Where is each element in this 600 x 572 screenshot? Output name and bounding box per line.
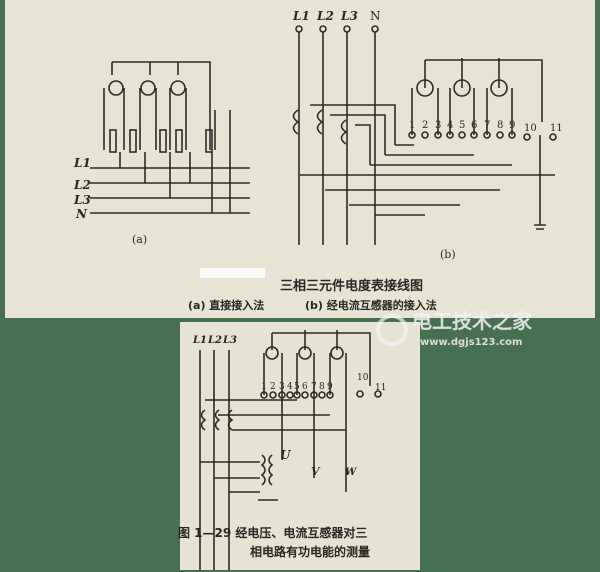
terminal-label-5: 5	[294, 382, 300, 392]
terminal-10	[356, 390, 364, 398]
diagram-b	[292, 25, 555, 245]
terminal-label-7: 7	[484, 120, 490, 131]
terminal-label-5: 5	[459, 120, 465, 131]
top-paper-panel	[5, 0, 595, 318]
terminal-label-3: 3	[435, 120, 441, 131]
terminal-8	[318, 391, 326, 399]
terminal-label-6: 6	[471, 120, 477, 131]
terminal-label-4: 4	[447, 120, 453, 131]
terminal-6	[470, 131, 478, 139]
terminal-11	[549, 133, 557, 141]
watermark-name: 电工技术之家	[412, 309, 533, 333]
terminal-label-6: 6	[302, 382, 308, 392]
terminal-label-2: 2	[270, 382, 276, 392]
bottom-line-l1: L1	[192, 335, 207, 346]
terminal-label-9: 9	[327, 382, 333, 392]
terminal-10	[523, 133, 531, 141]
terminal-label-9: 9	[509, 120, 515, 131]
terminal-9	[508, 131, 516, 139]
a-line-l2: L2	[73, 178, 91, 192]
diagram-a	[90, 61, 250, 214]
watermark: 电工技术之家 www.dgjs123.com	[376, 309, 533, 348]
terminal-6	[301, 391, 309, 399]
terminal-label-11: 11	[550, 123, 563, 134]
b-line-l2: L2	[316, 9, 334, 23]
bottom-paper-panel	[180, 322, 420, 570]
terminal-4	[286, 391, 294, 399]
terminal-7	[483, 131, 491, 139]
bottom-line-l3: L3	[222, 335, 237, 346]
terminal-label-7: 7	[311, 382, 317, 392]
terminal-2	[269, 391, 277, 399]
a-label: (a)	[132, 233, 147, 246]
subtitle-b: (b) 经电流互感器的接入法	[305, 298, 437, 312]
terminal-label-3: 3	[279, 382, 285, 392]
terminal-1	[260, 391, 268, 399]
terminal-label-1: 1	[261, 382, 267, 392]
terminal-label-8: 8	[497, 120, 503, 131]
terminal-3	[278, 391, 286, 399]
terminal-label-1: 1	[409, 120, 415, 131]
b-line-n: N	[370, 9, 381, 23]
watermark-url: www.dgjs123.com	[420, 337, 522, 348]
bottom-caption-line1: 图 1—29 经电压、电流互感器对三	[178, 525, 367, 540]
whiteout-patch	[200, 268, 265, 278]
a-line-l1: L1	[73, 156, 91, 170]
terminal-7	[310, 391, 318, 399]
terminal-5	[458, 131, 466, 139]
terminal-5	[293, 391, 301, 399]
terminal-1	[408, 131, 416, 139]
terminal-label-10: 10	[524, 123, 537, 134]
terminal-label-10: 10	[357, 373, 369, 383]
phase-v: V	[311, 465, 321, 478]
terminal-label-4: 4	[287, 382, 293, 392]
subtitle-a: (a) 直接接入法	[188, 298, 264, 312]
terminal-3	[434, 131, 442, 139]
terminal-label-11: 11	[375, 383, 386, 393]
diagram-bottom	[199, 330, 371, 570]
terminal-8	[496, 131, 504, 139]
phase-u: U	[280, 448, 292, 462]
terminal-label-8: 8	[319, 382, 325, 392]
b-label: (b)	[440, 248, 456, 261]
b-line-l1: L1	[292, 9, 310, 23]
b-line-l3: L3	[340, 9, 358, 23]
terminal-4	[446, 131, 454, 139]
top-title: 三相三元件电度表接线图	[280, 278, 423, 294]
bottom-caption-line2: 相电路有功电能的测量	[250, 544, 370, 559]
terminal-9	[326, 391, 334, 399]
a-line-l3: L3	[73, 193, 91, 207]
terminal-label-2: 2	[422, 120, 428, 131]
phase-w: W	[345, 467, 358, 478]
bottom-line-l2: L2	[207, 335, 222, 346]
terminal-2	[421, 131, 429, 139]
watermark-logo-icon	[376, 314, 408, 346]
terminal-11	[374, 390, 382, 398]
a-line-n: N	[75, 207, 88, 221]
